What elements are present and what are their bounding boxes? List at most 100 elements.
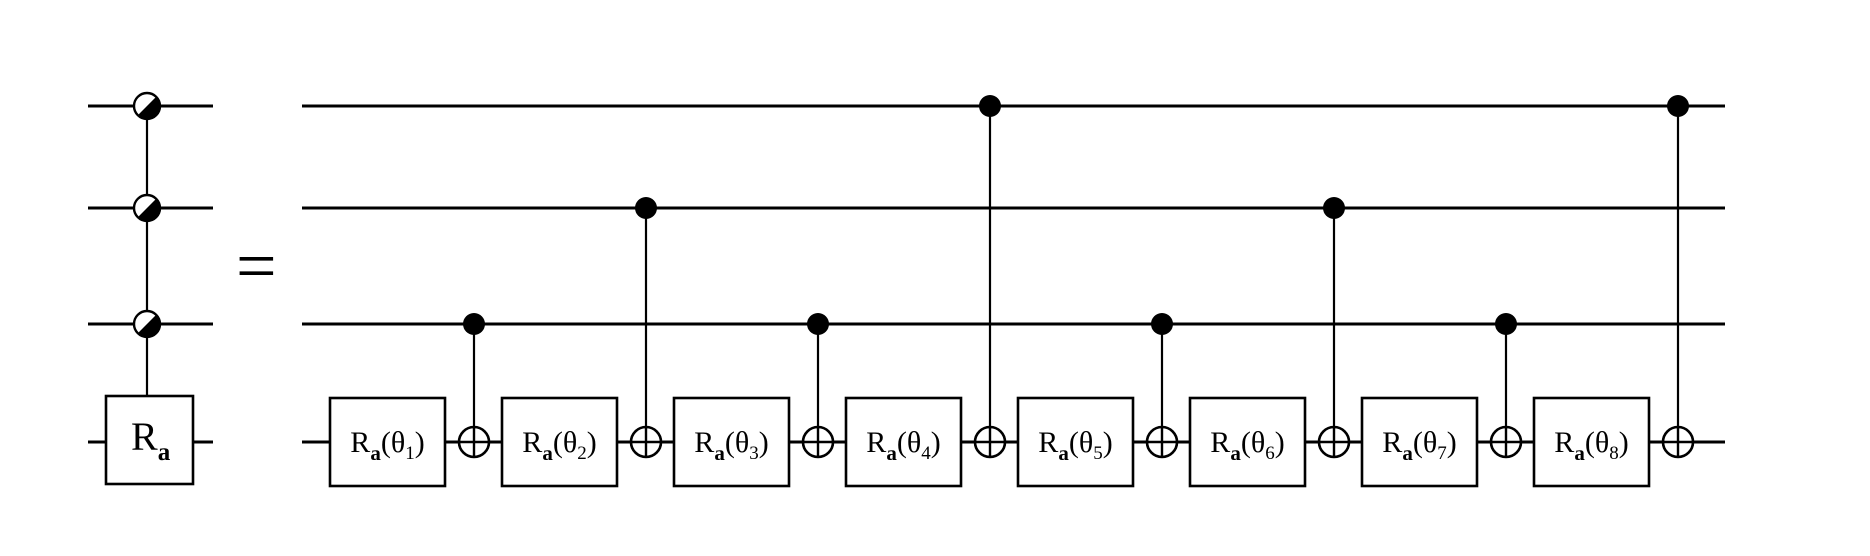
ra-theta-gate-6: Ra(θ6) — [1188, 396, 1307, 488]
ra-theta-gate-label-8: Ra(θ8) — [1554, 426, 1628, 465]
gate-subscript-3: a — [714, 441, 725, 465]
multi-control-node-1 — [132, 91, 162, 121]
rotation-gates: Ra(θ1)Ra(θ2)Ra(θ3)Ra(θ4)Ra(θ5)Ra(θ6)Ra(θ… — [328, 396, 1651, 488]
svg-text:Ra: Ra — [131, 414, 171, 466]
left-gate-subscript: a — [158, 439, 171, 466]
multi-control-node-3 — [132, 309, 162, 339]
left-gate-symbol: R — [131, 414, 158, 459]
gate-theta-index-6: 6 — [1265, 443, 1275, 464]
gate-theta-1: θ — [391, 426, 405, 459]
cnot-6 — [1317, 197, 1351, 459]
cnot-control-dot-3 — [807, 313, 829, 335]
ra-theta-gate-3: Ra(θ3) — [672, 396, 791, 488]
gate-subscript-7: a — [1402, 441, 1413, 465]
ra-theta-gate-8: Ra(θ8) — [1532, 396, 1651, 488]
gate-symbol-1: R — [350, 426, 370, 459]
gate-symbol-3: R — [694, 426, 714, 459]
left-circuit: Ra — [88, 91, 213, 486]
gate-theta-5: θ — [1079, 426, 1093, 459]
cnot-1 — [457, 313, 491, 459]
cnot-4 — [973, 95, 1007, 459]
cnot-control-dot-4 — [979, 95, 1001, 117]
gate-symbol-7: R — [1382, 426, 1402, 459]
equals-sign: = — [236, 226, 277, 306]
cnot-control-dot-7 — [1495, 313, 1517, 335]
gate-symbol-5: R — [1038, 426, 1058, 459]
ra-theta-gate-5: Ra(θ5) — [1016, 396, 1135, 488]
cnot-gates — [457, 95, 1695, 459]
ra-theta-gate-box-1 — [328, 396, 447, 488]
gate-open-paren-5: ( — [1069, 426, 1079, 459]
gate-theta-index-3: 3 — [749, 443, 759, 464]
ra-theta-gate-4: Ra(θ4) — [844, 396, 963, 488]
cnot-2 — [629, 197, 663, 459]
gate-theta-index-8: 8 — [1609, 443, 1619, 464]
gate-subscript-8: a — [1574, 441, 1585, 465]
gate-theta-2: θ — [563, 426, 577, 459]
gate-subscript-2: a — [542, 441, 553, 465]
gate-theta-index-5: 5 — [1093, 443, 1103, 464]
left-ra-gate: Ra — [104, 394, 195, 486]
gate-close-paren-1: ) — [415, 426, 425, 459]
cnot-control-dot-2 — [635, 197, 657, 219]
gate-symbol-2: R — [522, 426, 542, 459]
gate-subscript-4: a — [886, 441, 897, 465]
gate-theta-3: θ — [735, 426, 749, 459]
gate-theta-6: θ — [1251, 426, 1265, 459]
gate-symbol-8: R — [1554, 426, 1574, 459]
ra-theta-gate-box-4 — [844, 396, 963, 488]
ra-theta-gate-label-1: Ra(θ1) — [350, 426, 424, 465]
cnot-control-dot-1 — [463, 313, 485, 335]
gate-symbol-4: R — [866, 426, 886, 459]
cnot-control-dot-8 — [1667, 95, 1689, 117]
gate-open-paren-7: ( — [1413, 426, 1423, 459]
ra-theta-gate-box-6 — [1188, 396, 1307, 488]
gate-close-paren-7: ) — [1447, 426, 1457, 459]
ra-theta-gate-label-3: Ra(θ3) — [694, 426, 768, 465]
gate-theta-index-4: 4 — [921, 443, 931, 464]
gate-close-paren-2: ) — [587, 426, 597, 459]
ra-theta-gate-box-2 — [500, 396, 619, 488]
cnot-control-dot-5 — [1151, 313, 1173, 335]
ra-theta-gate-1: Ra(θ1) — [328, 396, 447, 488]
ra-theta-gate-box-7 — [1360, 396, 1479, 488]
gate-open-paren-2: ( — [553, 426, 563, 459]
gate-close-paren-8: ) — [1619, 426, 1629, 459]
cnot-7 — [1489, 313, 1523, 459]
gate-close-paren-6: ) — [1275, 426, 1285, 459]
ra-theta-gate-label-6: Ra(θ6) — [1210, 426, 1284, 465]
cnot-5 — [1145, 313, 1179, 459]
gate-theta-index-1: 1 — [405, 443, 415, 464]
ra-theta-gate-box-3 — [672, 396, 791, 488]
ra-theta-gate-label-5: Ra(θ5) — [1038, 426, 1112, 465]
multi-control-node-2 — [132, 193, 162, 223]
gate-open-paren-1: ( — [381, 426, 391, 459]
ra-theta-gate-box-5 — [1016, 396, 1135, 488]
gate-symbol-6: R — [1210, 426, 1230, 459]
ra-theta-gate-2: Ra(θ2) — [500, 396, 619, 488]
gate-open-paren-6: ( — [1241, 426, 1251, 459]
gate-close-paren-3: ) — [759, 426, 769, 459]
gate-subscript-6: a — [1230, 441, 1241, 465]
gate-open-paren-3: ( — [725, 426, 735, 459]
gate-theta-index-2: 2 — [577, 443, 587, 464]
ra-theta-gate-label-2: Ra(θ2) — [522, 426, 596, 465]
gate-theta-index-7: 7 — [1437, 443, 1447, 464]
gate-close-paren-5: ) — [1103, 426, 1113, 459]
ra-theta-gate-box-8 — [1532, 396, 1651, 488]
gate-theta-7: θ — [1423, 426, 1437, 459]
right-circuit: Ra(θ1)Ra(θ2)Ra(θ3)Ra(θ4)Ra(θ5)Ra(θ6)Ra(θ… — [302, 95, 1725, 488]
cnot-8 — [1661, 95, 1695, 459]
gate-open-paren-8: ( — [1585, 426, 1595, 459]
gate-subscript-5: a — [1058, 441, 1069, 465]
gate-theta-4: θ — [907, 426, 921, 459]
ra-theta-gate-7: Ra(θ7) — [1360, 396, 1479, 488]
cnot-3 — [801, 313, 835, 459]
gate-theta-8: θ — [1595, 426, 1609, 459]
gate-open-paren-4: ( — [897, 426, 907, 459]
cnot-control-dot-6 — [1323, 197, 1345, 219]
ra-theta-gate-label-4: Ra(θ4) — [866, 426, 940, 465]
gate-subscript-1: a — [370, 441, 381, 465]
gate-close-paren-4: ) — [931, 426, 941, 459]
